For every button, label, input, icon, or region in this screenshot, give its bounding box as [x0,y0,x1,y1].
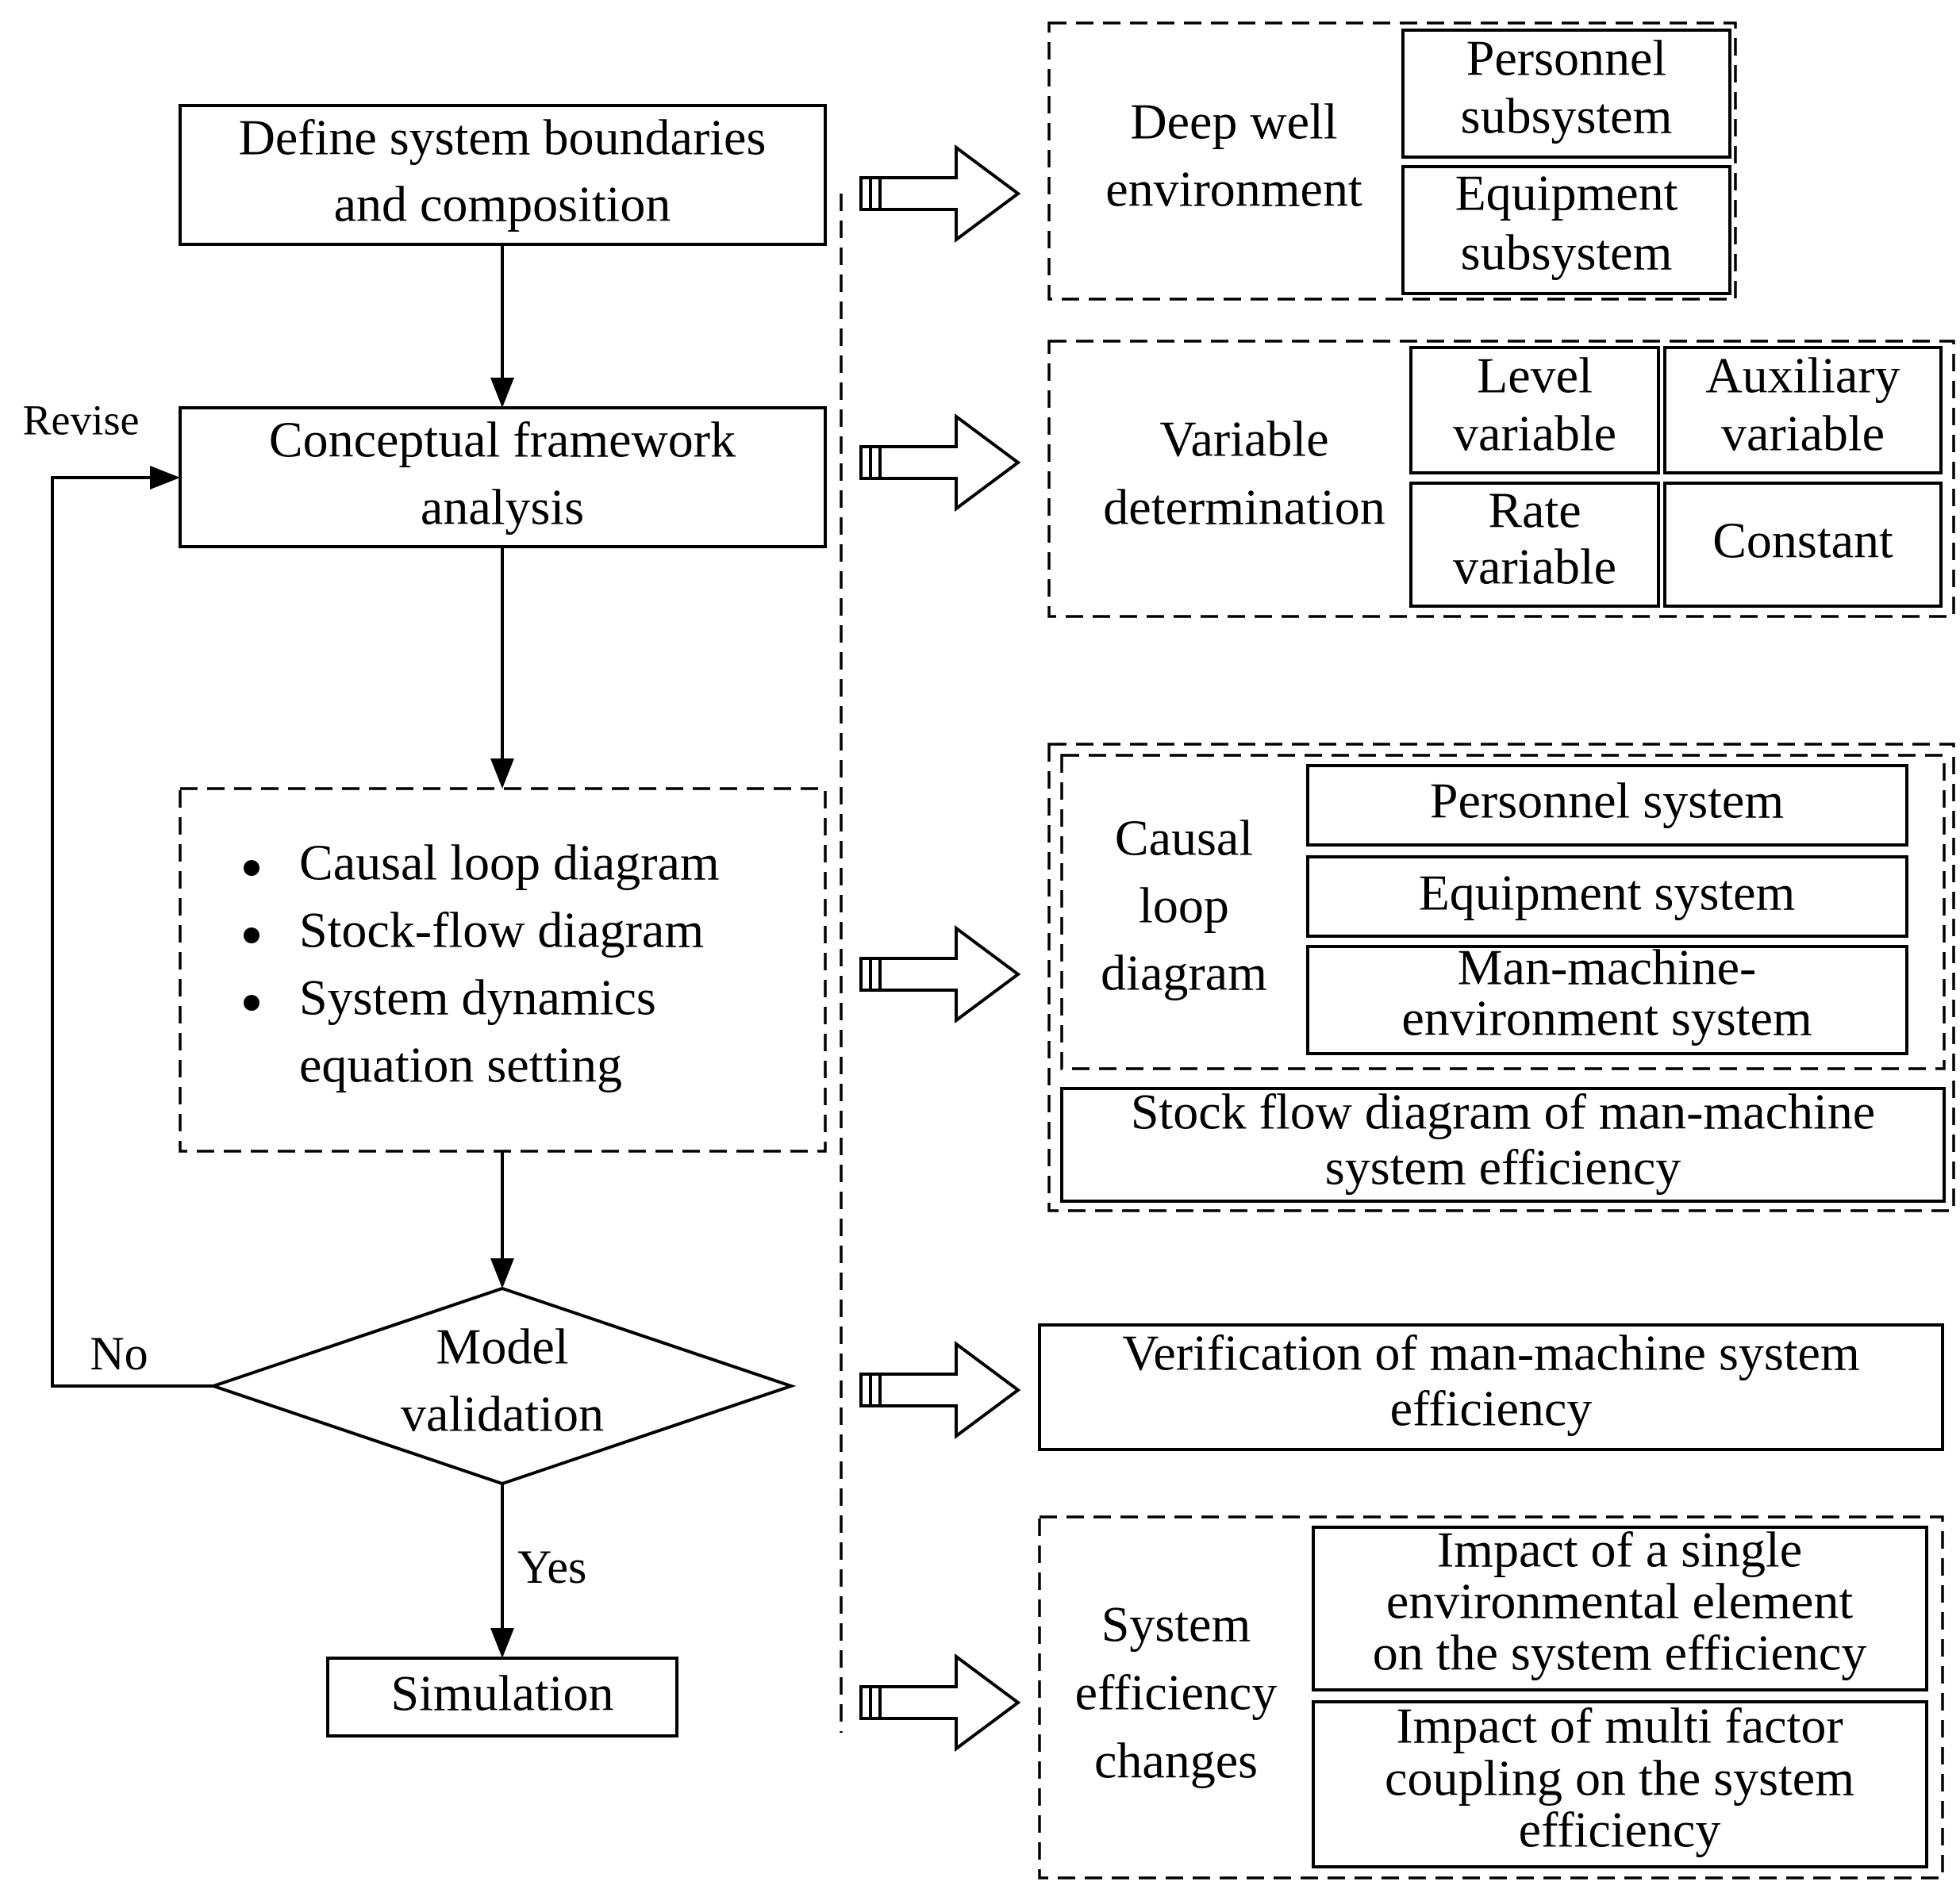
conceptual-framework-line1: Conceptual framework [269,412,736,468]
level-variable-line2: variable [1453,405,1616,462]
man-machine-env-line2: environment system [1401,990,1812,1046]
model-validation-diamond: Model validation [208,1286,797,1486]
no-label: No [90,1327,148,1380]
rate-variable-line2: variable [1453,539,1616,595]
fat-arrow-icon [859,1342,1020,1438]
define-boundaries-line2: and composition [334,176,671,232]
define-boundaries-line1: Define system boundaries [239,109,767,166]
bullet-icon [244,860,259,876]
efficiency-title-line1: System [1101,1596,1251,1653]
efficiency-title-line2: efficiency [1075,1665,1278,1721]
stock-flow-line2: system efficiency [1325,1139,1681,1196]
arrow-conceptual-to-methods [490,547,514,789]
man-machine-env-line1: Man-machine- [1458,939,1757,996]
rate-variable-line1: Rate [1488,482,1581,539]
fat-arrow-icon [859,927,1020,1022]
revise-feedback-loop [51,466,213,1388]
efficiency-title-line3: changes [1094,1733,1258,1789]
methods-box: Causal loop diagram Stock-flow diagram S… [179,787,827,1153]
causal-title-line2: loop [1139,877,1229,934]
verification-panel: Verification of man-machine system effic… [1038,1323,1944,1451]
efficiency-changes-panel: System efficiency changes Impact of a si… [1038,1515,1944,1880]
constant-label: Constant [1712,513,1893,569]
verification-line1: Verification of man-machine system [1122,1325,1859,1381]
method-item-causal-loop: Causal loop diagram [299,835,720,891]
causal-title-line3: diagram [1101,945,1267,1001]
single-element-line2: environmental element [1386,1573,1853,1630]
single-element-line1: Impact of a single [1437,1522,1802,1578]
method-item-stock-flow: Stock-flow diagram [299,902,704,958]
multi-factor-line1: Impact of multi factor [1396,1698,1843,1754]
bullet-icon [244,927,259,943]
variable-determination-panel: Variable determination Level variable Au… [1047,340,1955,618]
equipment-system-label: Equipment system [1419,865,1796,921]
arrow-define-to-conceptual [490,244,514,408]
conceptual-framework-line2: analysis [421,479,584,536]
personnel-system-label: Personnel system [1430,773,1784,829]
model-validation-line1: Model [436,1319,568,1375]
simulation-box: Simulation [326,1657,678,1737]
deep-well-title-line2: environment [1105,161,1362,217]
variable-title-line1: Variable [1159,411,1328,467]
revise-label: Revise [23,396,140,443]
personnel-subsystem-line2: subsystem [1461,88,1673,144]
conceptual-framework-box: Conceptual framework analysis [179,406,827,548]
single-element-line3: on the system efficiency [1373,1625,1867,1681]
level-variable-line1: Level [1477,347,1593,404]
method-item-system-dynamics: System dynamics [299,970,656,1026]
deep-well-title-line1: Deep well [1130,94,1337,150]
fat-arrow-icon [859,415,1020,510]
simulation-label: Simulation [391,1665,614,1722]
causal-loop-panel: Causal loop diagram Personnel system Equ… [1047,743,1955,1212]
variable-title-line2: determination [1103,479,1385,536]
auxiliary-variable-line1: Auxiliary [1705,347,1900,404]
verification-line2: efficiency [1390,1380,1593,1437]
method-item-equation-setting: equation setting [299,1037,622,1093]
yes-label: Yes [517,1541,586,1593]
define-boundaries-box: Define system boundaries and composition [179,104,827,246]
fat-arrow-icon [859,146,1020,241]
multi-factor-line2: coupling on the system [1385,1750,1854,1807]
bullet-icon [244,995,259,1011]
arrow-yes-to-simulation [490,1484,514,1658]
deep-well-environment-panel: Deep well environment Personnel subsyste… [1047,21,1737,301]
stock-flow-line1: Stock flow diagram of man-machine [1131,1084,1875,1140]
personnel-subsystem-line1: Personnel [1466,30,1666,86]
fat-arrow-icon [859,1655,1020,1750]
multi-factor-line3: efficiency [1519,1802,1721,1858]
equipment-subsystem-line1: Equipment [1455,165,1678,221]
equipment-subsystem-line2: subsystem [1461,225,1673,281]
arrow-methods-to-validation [490,1151,514,1288]
causal-title-line1: Causal [1115,810,1253,866]
auxiliary-variable-line2: variable [1721,405,1885,462]
model-validation-line2: validation [401,1386,604,1442]
